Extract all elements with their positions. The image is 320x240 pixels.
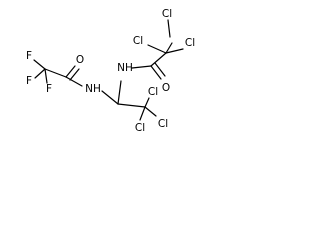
bond-carbonyl-nh — [65, 76, 83, 87]
atom-cl: Cl — [135, 122, 145, 134]
atom-nh: NH — [85, 83, 101, 95]
atom-cl: Cl — [158, 118, 168, 130]
atom-o: O — [76, 54, 84, 66]
atom-cl: Cl — [162, 8, 172, 20]
atom-cl: Cl — [185, 37, 195, 49]
bond-ccl3-cl-left — [139, 106, 146, 121]
bond-cf3-f3 — [44, 68, 48, 84]
atom-o: O — [162, 82, 170, 94]
atom-f: F — [46, 83, 52, 95]
bond-cf3-f2 — [34, 68, 46, 79]
bond-ccl3-cl-right — [144, 106, 157, 117]
atom-f: F — [26, 50, 32, 62]
bond-cf3-carbonyl — [44, 68, 67, 78]
bond-carbonyl-o-2 — [69, 68, 80, 81]
bond-ch-nh-top — [117, 80, 122, 105]
bond-ccl3-top-cl-left — [147, 44, 167, 54]
bond-ccl3-top-cl-mid — [165, 42, 173, 54]
bond-ccl3-cl-top — [144, 97, 150, 108]
bond-cf3-f1 — [33, 59, 46, 70]
bond-carbonyl-o-1 — [65, 65, 76, 78]
bond-nh-ch — [101, 90, 119, 105]
atom-cl: Cl — [148, 86, 158, 98]
bond-carbonyl2-ccl3 — [150, 52, 167, 67]
atom-f: F — [26, 75, 32, 87]
bond-ccl3-top-cl-right — [165, 48, 184, 54]
bond-ch-ccl3 — [117, 103, 146, 108]
bond-carbonyl2-o-2 — [154, 62, 166, 77]
atom-nh: NH — [117, 62, 133, 74]
chemical-structure: F F F O NH NH O Cl Cl Cl Cl Cl Cl — [26, 8, 195, 134]
bond-carbonyl2-o-1 — [150, 65, 162, 80]
bond-nh-top-carbonyl — [131, 65, 152, 69]
atom-cl: Cl — [133, 35, 143, 47]
